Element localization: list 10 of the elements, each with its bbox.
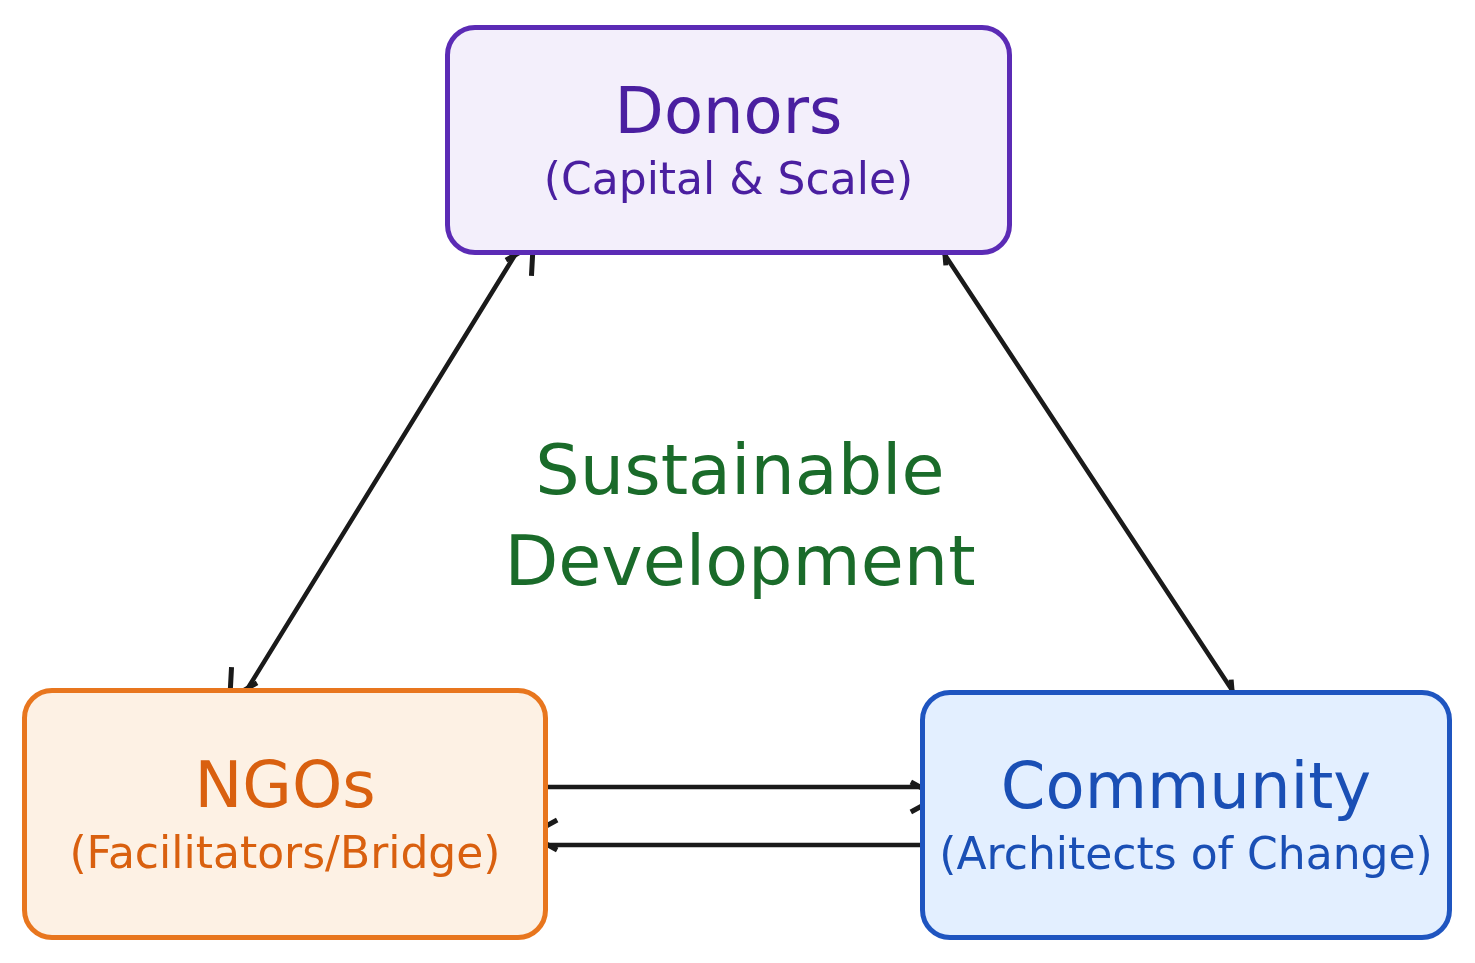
node-subtitle: (Facilitators/Bridge) <box>69 825 501 880</box>
community-box <box>920 690 1452 940</box>
node-title: Donors <box>614 73 843 150</box>
node-subtitle: (Capital & Scale) <box>543 151 914 206</box>
node-title: Community <box>1000 748 1372 825</box>
node-subtitle: (Architects of Change) <box>939 826 1433 881</box>
ngo-box <box>22 688 548 940</box>
node-title: NGOs <box>194 747 376 824</box>
center-label: Sustainable Development <box>503 428 977 604</box>
donor-box <box>445 25 1012 255</box>
